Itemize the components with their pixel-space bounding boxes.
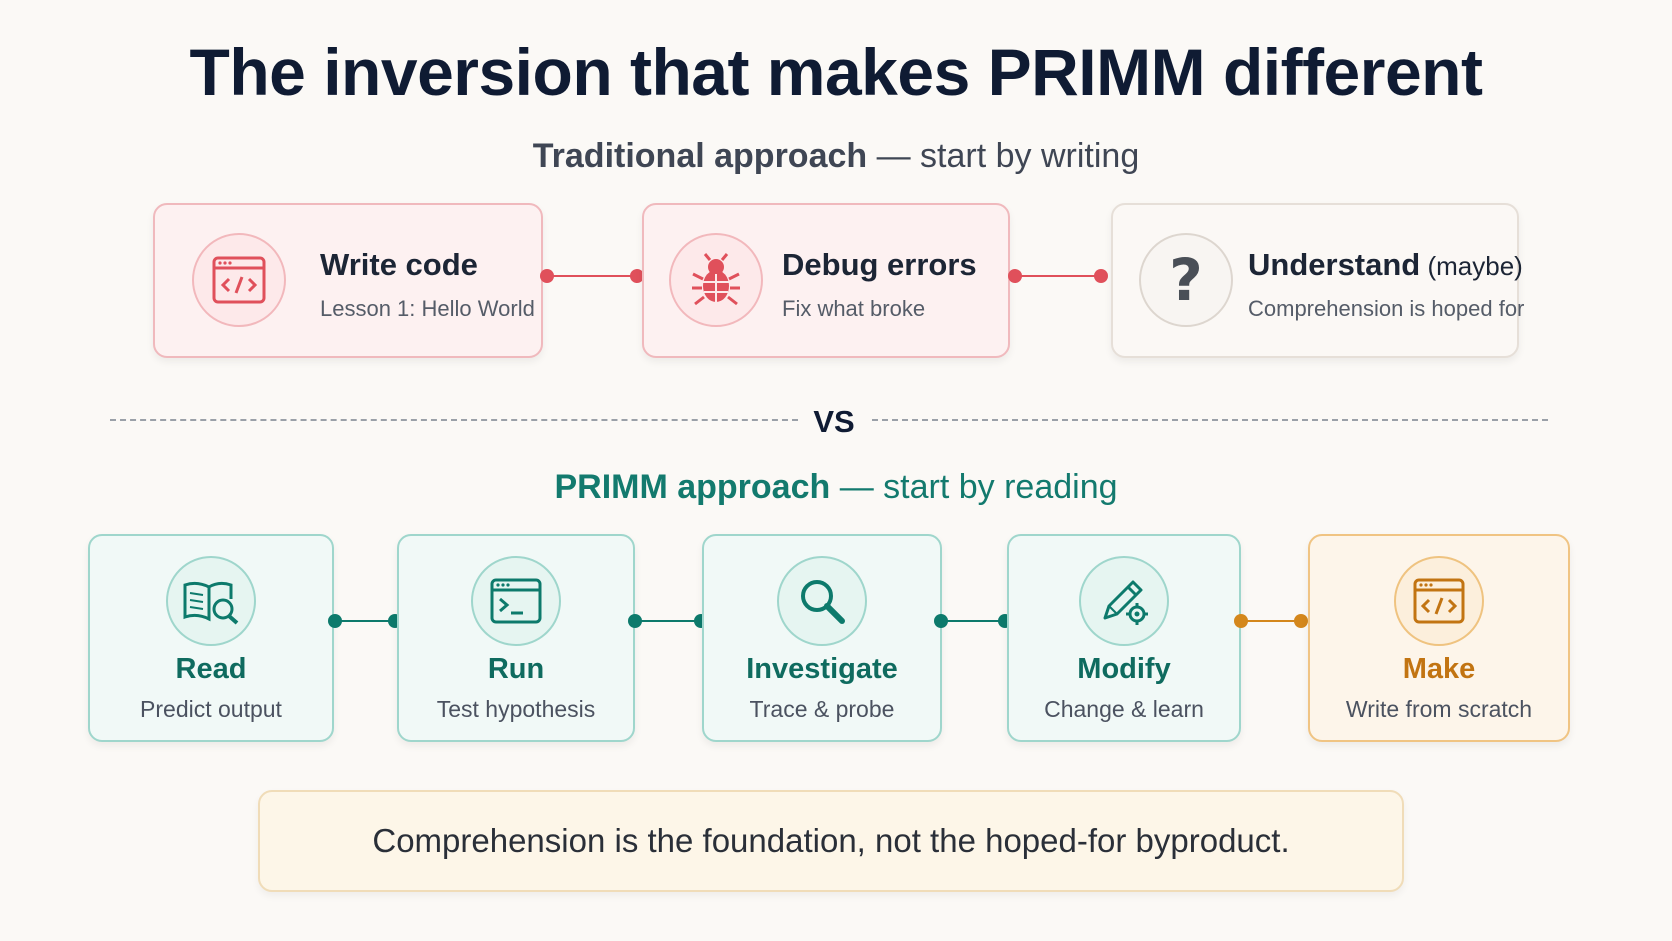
primm-card-make: Make Write from scratch — [1308, 534, 1570, 742]
card-title-text: Debug errors — [782, 247, 977, 282]
question-mark-icon: ? — [1139, 233, 1233, 327]
card-title: Understand (maybe) — [1248, 247, 1523, 283]
card-title-text: Understand — [1248, 247, 1421, 282]
primm-heading-rest: — start by reading — [830, 468, 1118, 506]
card-description: Write from scratch — [1345, 696, 1533, 722]
connector — [1234, 614, 1308, 628]
code-window-icon — [1394, 556, 1484, 646]
connector — [328, 614, 402, 628]
traditional-heading-rest: — start by writing — [867, 137, 1140, 175]
card-title: Write code — [320, 247, 478, 283]
vs-label: VS — [813, 404, 855, 439]
divider-right — [872, 419, 1548, 421]
primm-card-run: Run Test hypothesis — [397, 534, 635, 742]
connector — [628, 614, 708, 628]
card-title-text: Write code — [320, 247, 478, 282]
card-description: Trace & probe — [749, 696, 895, 722]
card-title: Make — [1402, 653, 1476, 685]
card-description: Comprehension is hoped for — [1248, 296, 1525, 321]
card-description: Predict output — [140, 696, 282, 722]
page-title: The inversion that makes PRIMM different — [189, 35, 1483, 109]
card-title: Debug errors — [782, 247, 977, 283]
connector — [1008, 269, 1108, 283]
card-title: Modify — [1077, 653, 1171, 685]
card-title-note: (maybe) — [1420, 251, 1523, 281]
card-title: Run — [487, 653, 545, 685]
primm-card-modify: Modify Change & learn — [1007, 534, 1241, 742]
pencil-gear-icon — [1079, 556, 1169, 646]
bug-icon — [669, 233, 763, 327]
book-search-icon — [166, 556, 256, 646]
primm-card-read: Read Predict output — [88, 534, 334, 742]
card-description: Change & learn — [1044, 696, 1204, 722]
traditional-card-debug-errors: Debug errors Fix what broke — [642, 203, 1010, 358]
traditional-heading: Traditional approach — start by writing — [0, 137, 1672, 176]
card-description: Test hypothesis — [436, 696, 596, 722]
connector — [934, 614, 1012, 628]
conclusion-callout: Comprehension is the foundation, not the… — [258, 790, 1404, 892]
code-window-icon — [192, 233, 286, 327]
primm-heading: PRIMM approach — start by reading — [0, 468, 1672, 507]
card-description: Lesson 1: Hello World — [320, 296, 535, 321]
magnifier-icon — [777, 556, 867, 646]
primm-card-investigate: Investigate Trace & probe — [702, 534, 942, 742]
card-title: Read — [175, 653, 247, 685]
card-description: Fix what broke — [782, 296, 926, 321]
traditional-card-write-code: Write code Lesson 1: Hello World — [153, 203, 543, 358]
divider-left — [110, 419, 798, 421]
traditional-card-understand: ? Understand (maybe) Comprehension is ho… — [1111, 203, 1524, 358]
primm-heading-strong: PRIMM approach — [554, 468, 831, 506]
terminal-icon — [471, 556, 561, 646]
traditional-heading-strong: Traditional approach — [532, 137, 868, 175]
connector — [540, 269, 644, 283]
card-title: Investigate — [746, 653, 898, 685]
